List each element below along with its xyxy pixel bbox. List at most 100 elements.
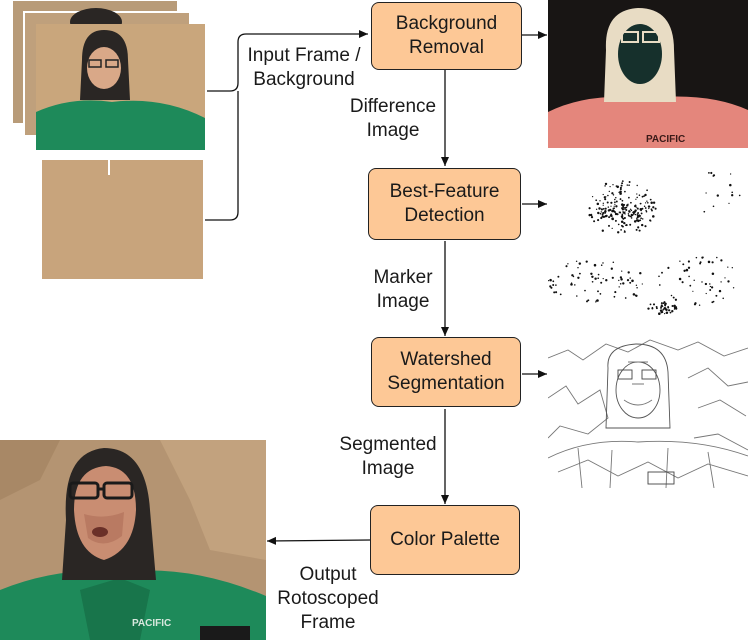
marker-dot xyxy=(643,205,646,208)
marker-dot xyxy=(665,309,667,311)
marker-dot xyxy=(659,309,663,312)
output-rotoscoped-frame-label: Output Rotoscoped Frame xyxy=(277,564,379,633)
marker-dot xyxy=(602,262,604,264)
marker-dot xyxy=(649,303,652,306)
marker-dot xyxy=(617,223,620,226)
marker-dot xyxy=(629,281,632,284)
marker-dot xyxy=(710,171,713,175)
marker-dot xyxy=(630,217,633,219)
marker-dot xyxy=(664,305,667,307)
marker-dot xyxy=(600,208,603,211)
marker-dot xyxy=(679,260,681,262)
marker-dot xyxy=(624,231,626,233)
color-palette-node: Color Palette xyxy=(370,505,520,575)
input-frame-background-label: Input Frame / Background xyxy=(247,45,361,90)
marker-dot xyxy=(651,306,654,309)
marker-image-label: Marker Image xyxy=(373,267,433,312)
marker-dot xyxy=(613,205,615,207)
output-rotoscoped-frame: PACIFIC xyxy=(0,440,266,640)
segmented-image-thumbnail xyxy=(548,338,748,488)
marker-dot xyxy=(635,284,638,286)
marker-dot xyxy=(620,220,624,223)
marker-dot xyxy=(618,211,620,213)
marker-dot xyxy=(624,297,627,299)
marker-dot xyxy=(678,277,682,281)
marker-dot xyxy=(622,203,626,206)
best-feature-detection-label: Best-Feature Detection xyxy=(389,181,500,226)
marker-dot xyxy=(675,306,678,308)
marker-dot xyxy=(588,213,591,217)
marker-dot xyxy=(609,185,611,188)
marker-dot xyxy=(712,175,715,177)
marker-dot xyxy=(557,275,560,278)
marker-dot xyxy=(693,303,697,306)
marker-dot xyxy=(607,194,609,197)
marker-dot xyxy=(631,214,634,216)
marker-dot xyxy=(693,279,695,282)
marker-dot xyxy=(575,260,578,263)
marker-dot xyxy=(622,282,625,285)
marker-dot xyxy=(624,206,627,209)
marker-dot xyxy=(652,206,655,209)
marker-dot xyxy=(688,275,690,278)
marker-dot xyxy=(572,275,575,278)
marker-dot xyxy=(638,194,641,196)
marker-dot xyxy=(559,293,562,296)
marker-dot xyxy=(553,291,556,294)
marker-dot xyxy=(658,275,660,278)
marker-dot xyxy=(604,210,607,213)
marker-dot xyxy=(640,217,642,220)
marker-dot xyxy=(570,282,573,284)
marker-dot xyxy=(634,204,637,208)
marker-dot xyxy=(636,216,639,219)
marker-dot xyxy=(663,301,666,303)
marker-dot xyxy=(624,208,626,210)
marker-dot xyxy=(628,196,630,199)
marker-dot xyxy=(644,202,647,204)
marker-dot xyxy=(650,201,653,204)
marker-dot xyxy=(604,198,607,201)
marker-dot xyxy=(637,226,640,229)
marker-dot xyxy=(651,209,653,212)
marker-dot xyxy=(604,182,608,186)
input-frame-stack xyxy=(12,0,208,152)
marker-dot xyxy=(658,284,661,286)
marker-dot xyxy=(630,215,633,217)
marker-dot xyxy=(614,203,616,205)
marker-dot xyxy=(639,202,642,205)
marker-dot xyxy=(644,193,647,197)
marker-dot xyxy=(594,277,597,280)
color-palette-label: Color Palette xyxy=(390,529,500,550)
marker-dot xyxy=(649,198,652,201)
marker-dot xyxy=(729,183,732,187)
segmented-image-label: Segmented Image xyxy=(339,434,437,479)
marker-dot xyxy=(630,209,633,212)
marker-dot xyxy=(636,193,638,195)
marker-dot xyxy=(619,198,622,201)
marker-dot xyxy=(600,211,602,213)
marker-dot xyxy=(552,280,555,283)
marker-dot xyxy=(620,224,623,227)
marker-dot xyxy=(643,195,645,197)
marker-dot xyxy=(705,292,707,295)
marker-dot xyxy=(625,209,628,211)
marker-dot xyxy=(658,312,661,315)
marker-dot xyxy=(731,267,733,269)
marker-dot xyxy=(727,280,730,283)
marker-dot xyxy=(629,223,632,226)
marker-dot xyxy=(621,214,624,216)
marker-dot xyxy=(660,306,663,309)
marker-dot xyxy=(629,215,631,218)
marker-dot xyxy=(648,207,650,210)
marker-dot xyxy=(613,295,616,298)
marker-dot xyxy=(628,184,630,186)
marker-dot xyxy=(577,276,580,279)
marker-dot xyxy=(612,184,614,186)
marker-dot xyxy=(611,227,613,230)
marker-dot xyxy=(666,311,668,314)
marker-dot xyxy=(652,201,656,204)
marker-dot xyxy=(596,202,600,206)
marker-dot xyxy=(611,217,614,220)
marker-dot xyxy=(629,208,632,210)
background-removal-node: Background Removal xyxy=(371,2,522,70)
